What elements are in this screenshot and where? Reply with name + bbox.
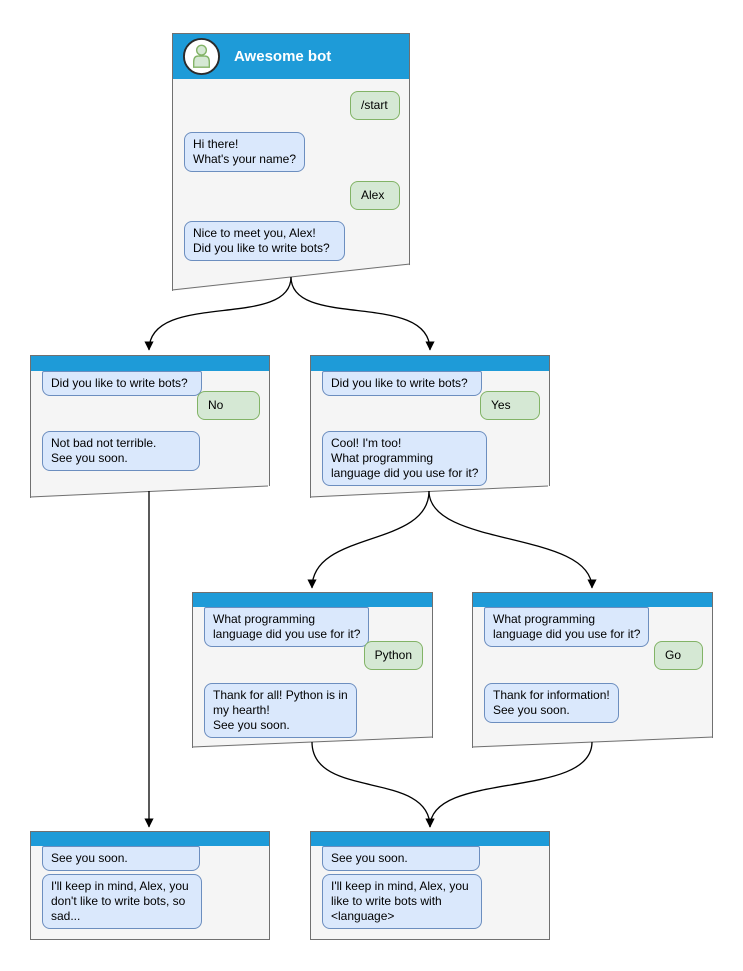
chat-header: [311, 356, 549, 371]
bot-message-bubble: Not bad not terrible. See you soon.: [42, 431, 200, 471]
bot-message-bubble: Hi there! What's your name?: [184, 132, 305, 172]
chat-header: [473, 593, 712, 607]
bot-message-bubble: I'll keep in mind, Alex, you like to wri…: [322, 874, 482, 929]
chat-header: [193, 593, 432, 607]
bot-message-bubble: Cool! I'm too! What programming language…: [322, 431, 488, 486]
chat-window-branch-yes: Did you like to write bots? Yes Cool! I'…: [310, 355, 550, 498]
arrow-main-to-no: [144, 276, 292, 351]
bot-message-bubble: I'll keep in mind, Alex, you don't like …: [42, 874, 202, 929]
user-message-bubble: No: [197, 391, 260, 420]
arrow-go-to-end: [425, 741, 593, 828]
chat-header: [31, 356, 269, 371]
chat-header-main: Awesome bot: [173, 34, 409, 79]
user-message-bubble: Yes: [480, 391, 540, 420]
bot-avatar-icon: [182, 37, 221, 76]
bot-message-bubble: Did you like to write bots?: [322, 371, 482, 396]
user-message-bubble: Alex: [350, 181, 400, 210]
bot-message-bubble: Nice to meet you, Alex! Did you like to …: [184, 221, 345, 261]
user-message-bubble: Python: [363, 641, 423, 670]
bot-message-bubble: What programming language did you use fo…: [204, 607, 370, 647]
chat-window-end-yes: See you soon. I'll keep in mind, Alex, y…: [310, 831, 550, 940]
bot-message-bubble: See you soon.: [42, 846, 200, 871]
chat-header: [311, 832, 549, 846]
arrow-python-to-end: [311, 741, 435, 828]
bot-message-bubble: See you soon.: [322, 846, 480, 871]
bot-message-bubble: What programming language did you use fo…: [484, 607, 650, 647]
bot-message-bubble: Did you like to write bots?: [42, 371, 202, 396]
chat-window-end-no: See you soon. I'll keep in mind, Alex, y…: [30, 831, 270, 940]
bot-message-bubble: Thank for information! See you soon.: [484, 683, 619, 723]
user-message-bubble: Go: [654, 641, 703, 670]
chat-window-branch-no: Did you like to write bots? No Not bad n…: [30, 355, 270, 498]
chat-window-main: Awesome bot /start Hi there! What's your…: [172, 33, 410, 291]
bot-name-title: Awesome bot: [234, 48, 332, 65]
chat-window-branch-python: What programming language did you use fo…: [192, 592, 433, 748]
user-message-bubble: /start: [350, 91, 400, 120]
bot-message-bubble: Thank for all! Python is in my hearth! S…: [204, 683, 357, 738]
arrow-yes-to-python: [307, 490, 430, 589]
arrow-main-to-yes: [290, 276, 435, 351]
arrow-yes-to-go: [428, 490, 597, 589]
chat-header: [31, 832, 269, 846]
chat-window-branch-go: What programming language did you use fo…: [472, 592, 713, 748]
